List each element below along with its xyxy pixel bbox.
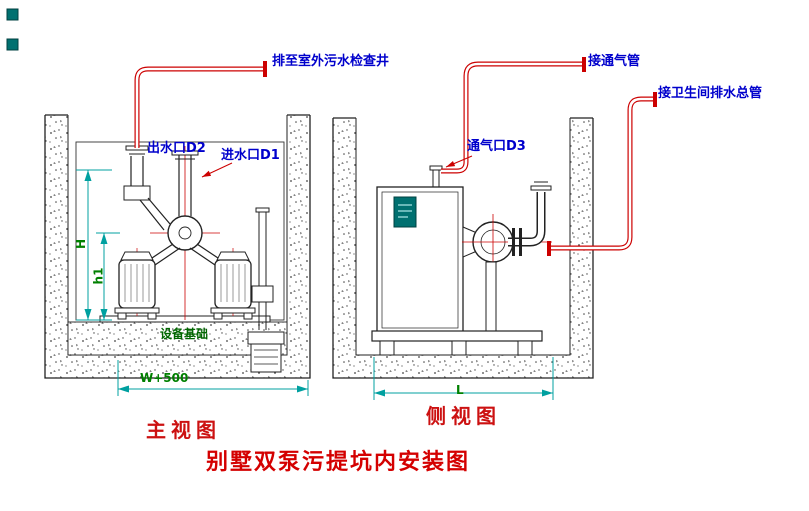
side-toilet-drain-pipe <box>547 92 657 256</box>
corner-markers <box>6 8 19 51</box>
dim-w-plus-500: W+500 <box>140 371 189 385</box>
vent-port-leader-arrow <box>445 155 473 168</box>
tank-nameplate <box>393 196 417 228</box>
collection-tank <box>376 186 464 334</box>
label-inlet-d1: 进水口D1 <box>221 148 280 163</box>
inlet-leader-arrow <box>201 162 233 178</box>
label-vent-port-d3: 通气口D3 <box>467 139 526 154</box>
label-drain-to-inspection-well: 排至室外污水检查井 <box>272 54 390 69</box>
side-dimensions <box>373 357 554 400</box>
label-equipment-foundation: 设备基础 <box>160 327 209 341</box>
label-connect-toilet-drain-main: 接卫生间排水总管 <box>658 86 763 101</box>
front-dual-pump-assembly <box>99 145 285 373</box>
front-dimensions <box>76 169 309 396</box>
vent-port <box>429 165 443 187</box>
label-outlet-d2: 出水口D2 <box>147 141 206 156</box>
label-connect-vent-pipe: 接通气管 <box>588 54 641 69</box>
side-tank-and-pump <box>371 165 552 356</box>
corner-marker <box>6 38 19 51</box>
front-discharge-pipe <box>134 61 267 148</box>
base-frame <box>371 330 543 342</box>
level-pipe-accessory <box>247 207 285 373</box>
inlet-flange <box>171 150 199 156</box>
side-vent-pipe <box>441 57 586 174</box>
dim-h1: h1 <box>91 267 106 285</box>
pump-motor-right <box>210 251 256 320</box>
corner-marker <box>6 8 19 21</box>
front-view-title: 主视图 <box>146 418 221 442</box>
pump-volute <box>167 215 203 251</box>
pump-motor-left <box>114 251 160 320</box>
dim-l: L <box>456 383 464 397</box>
side-view-title: 侧视图 <box>426 404 501 428</box>
dim-h: H <box>74 238 89 250</box>
drawing-main-title: 别墅双泵污提坑内安装图 <box>206 450 471 475</box>
